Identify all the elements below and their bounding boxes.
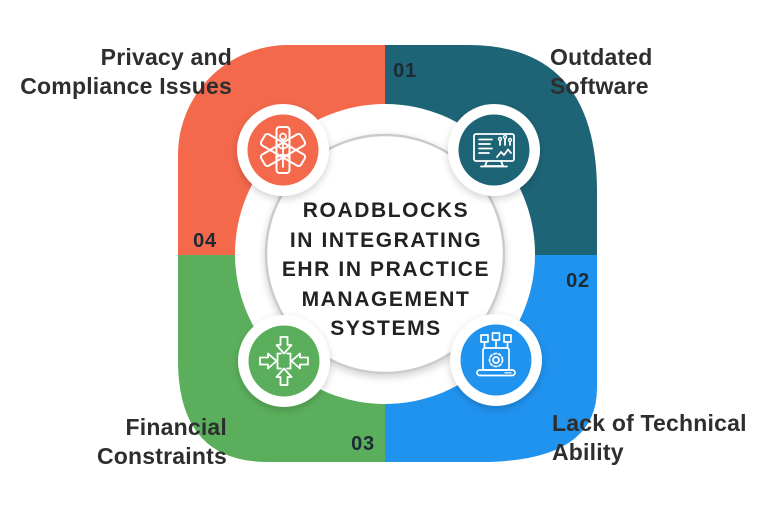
outdated-icon-badge — [448, 104, 540, 196]
converging-arrows-icon — [259, 336, 309, 386]
segment-number-03: 03 — [351, 433, 375, 455]
privacy-icon-badge — [237, 104, 329, 196]
label-line: Ability — [552, 439, 624, 465]
center-title-line: ROADBLOCKS — [302, 199, 470, 222]
label-lack-of-technical-ability: Lack of Technical Ability — [552, 409, 768, 467]
center-title-line: IN INTEGRATING — [289, 228, 483, 252]
label-line: Lack of Technical — [552, 410, 747, 436]
segment-number-01: 01 — [393, 60, 417, 82]
medical-star-icon — [259, 126, 307, 174]
label-financial-constraints: Financial Constraints — [0, 413, 227, 471]
label-line: Software — [550, 73, 649, 99]
center-title-line: EHR IN PRACTICE — [281, 258, 491, 281]
label-line: Compliance Issues — [20, 73, 232, 99]
laptop-gear-icon — [476, 332, 516, 377]
monitor-analytics-icon — [473, 133, 515, 168]
center-circle — [264, 133, 506, 375]
label-line: Privacy and — [100, 44, 232, 70]
label-line: Constraints — [97, 443, 227, 469]
center-title: ROADBLOCKS IN INTEGRATING EHR IN PRACTIC… — [262, 196, 510, 344]
segment-number-02: 02 — [566, 270, 590, 292]
label-line: Outdated — [550, 44, 653, 70]
segment-number-04: 04 — [193, 230, 217, 252]
center-title-line: MANAGEMENT — [301, 287, 471, 311]
financial-icon-badge — [238, 315, 330, 407]
center-title-line: SYSTEMS — [330, 317, 442, 340]
technical-icon-badge — [450, 314, 542, 406]
label-outdated-software: Outdated Software — [550, 43, 760, 101]
label-privacy-compliance: Privacy and Compliance Issues — [0, 43, 232, 101]
label-line: Financial — [125, 414, 227, 440]
